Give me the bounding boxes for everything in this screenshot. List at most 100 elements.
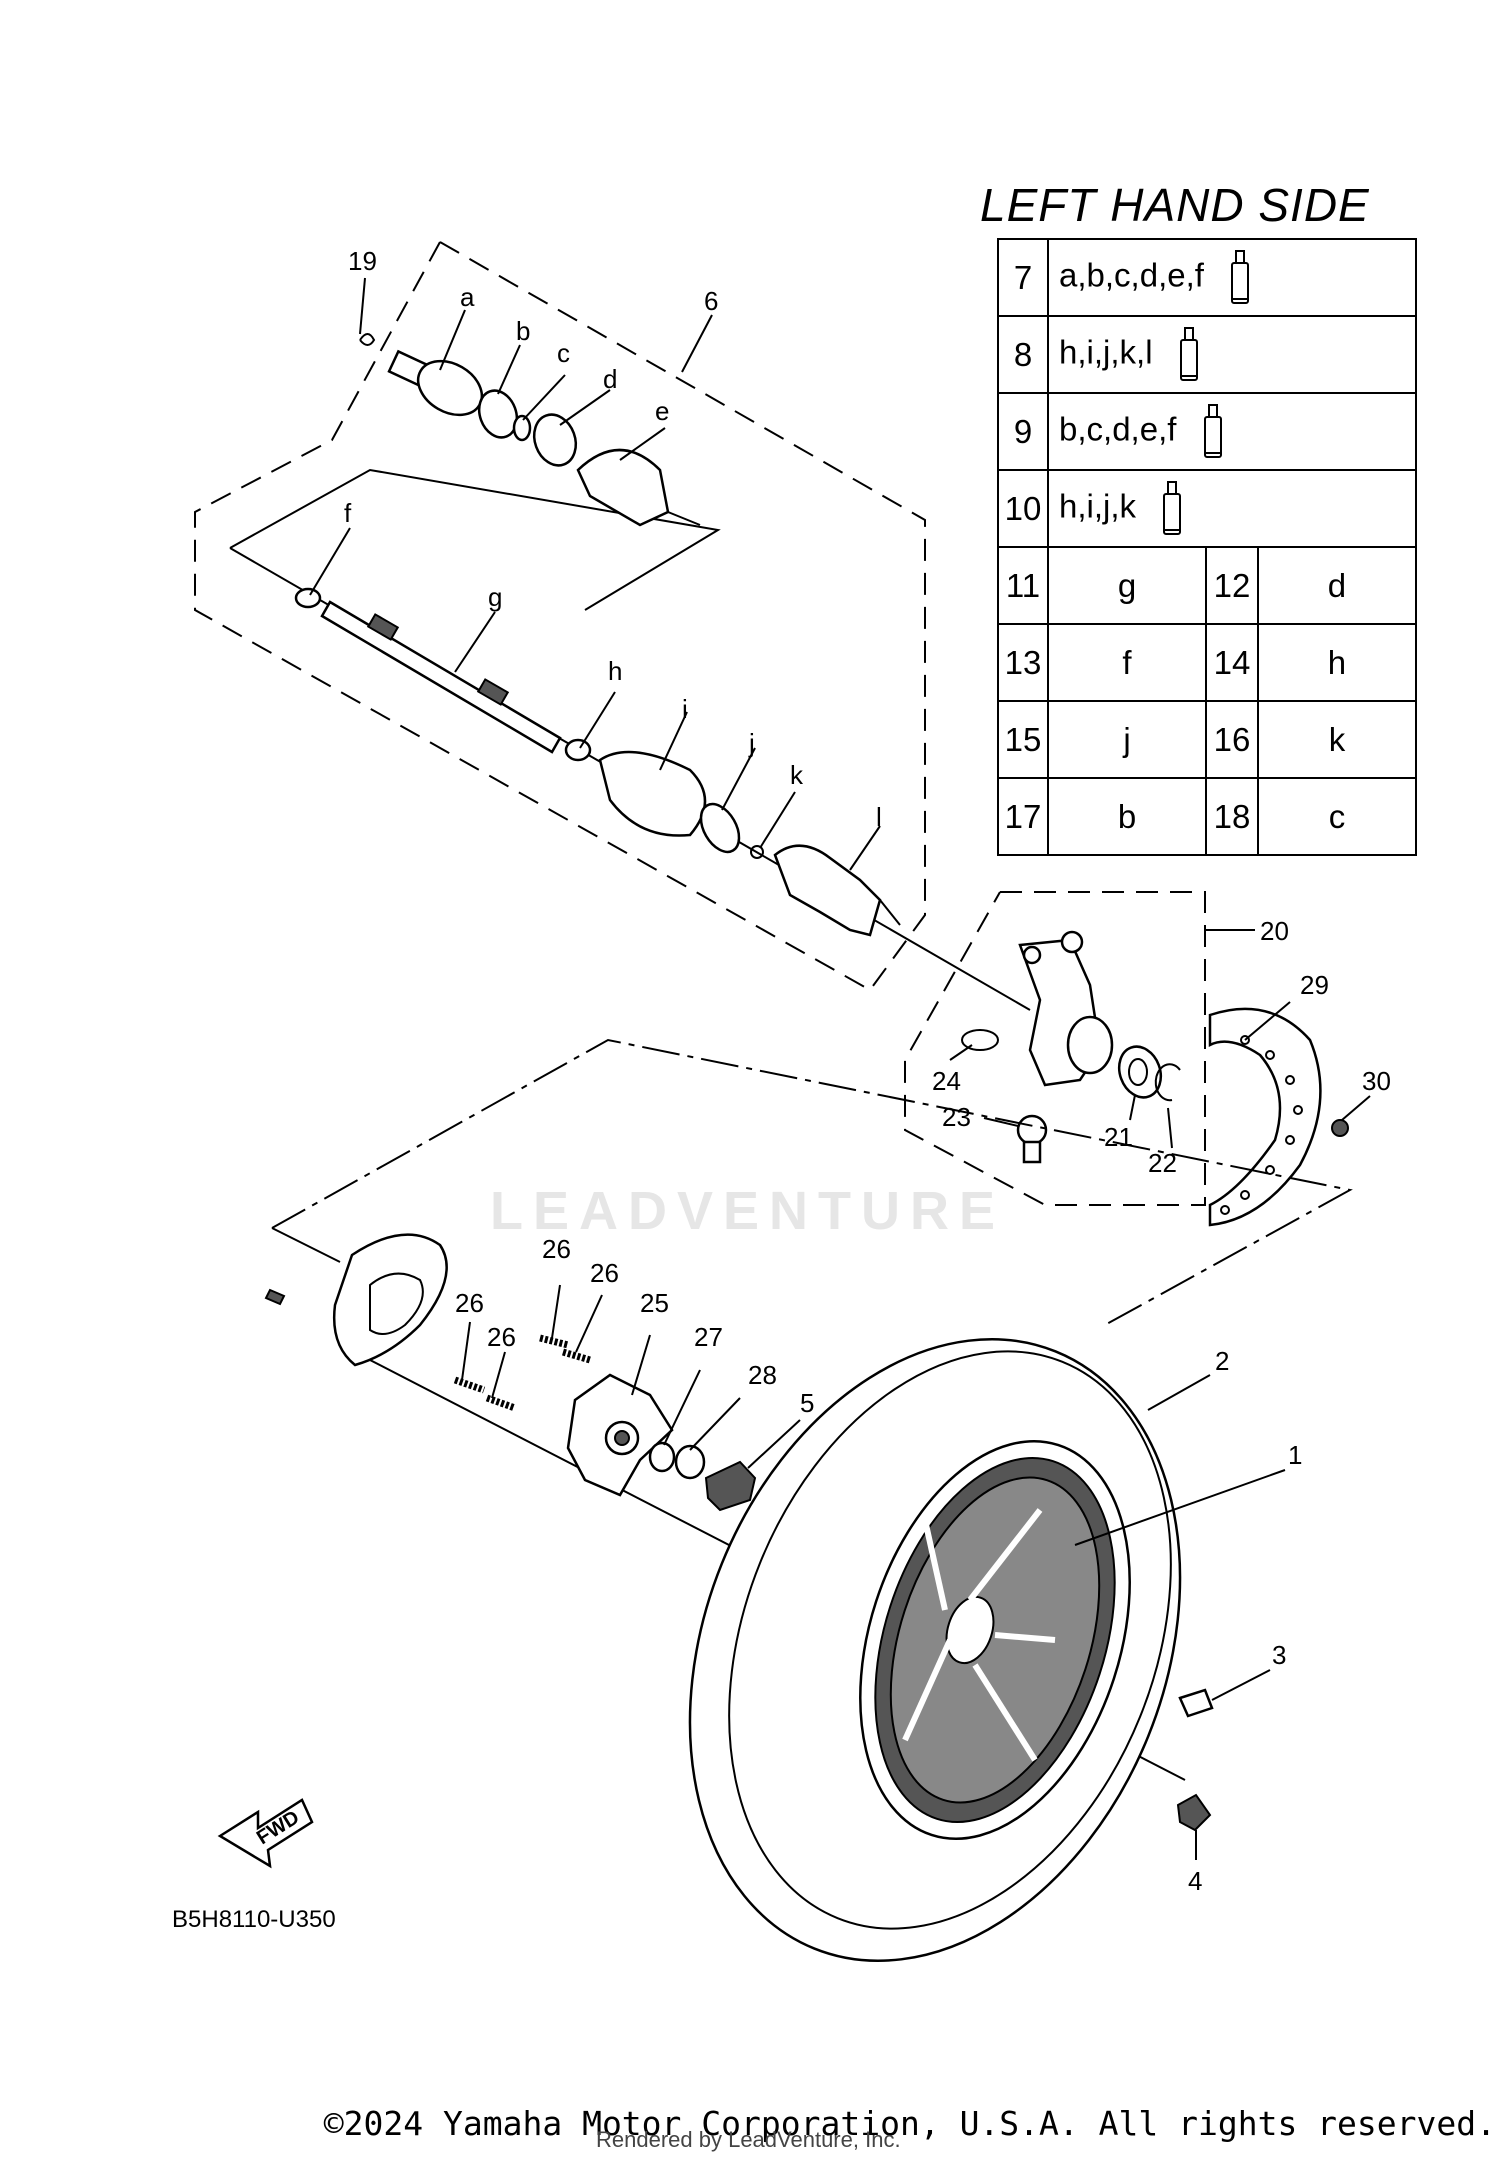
legend-num: 11 <box>997 546 1049 625</box>
legend-value: j <box>1047 700 1207 779</box>
callout-28: 28 <box>748 1360 777 1390</box>
callout-20: 20 <box>1260 916 1289 946</box>
callout-f: f <box>344 498 352 528</box>
legend-value: k <box>1256 700 1418 779</box>
legend-num: 9 <box>997 392 1049 471</box>
callout-l: l <box>876 802 882 832</box>
legend-value: f <box>1047 623 1207 702</box>
callout-27: 27 <box>694 1322 723 1352</box>
hub-assembly-frame <box>271 1038 1353 1326</box>
callout-j: j <box>748 728 755 758</box>
legend-table: 7 a,b,c,d,e,f 8 h,i,j,k,l 9 b,c,d,e,f 10… <box>997 238 1418 856</box>
nut-28 <box>674 1444 706 1480</box>
callout-26d: 26 <box>487 1322 516 1352</box>
callout-26a: 26 <box>542 1234 571 1264</box>
legend-value: c <box>1256 777 1418 856</box>
callout-23: 23 <box>942 1102 971 1132</box>
legend-value: g <box>1047 546 1207 625</box>
callout-21: 21 <box>1104 1122 1133 1152</box>
legend-row: 8 h,i,j,k,l <box>997 315 1417 394</box>
callout-a: a <box>460 282 475 312</box>
callout-d: d <box>603 364 617 394</box>
callout-26c: 26 <box>455 1288 484 1318</box>
grease-tube-icon <box>1203 403 1222 458</box>
circlip-22 <box>1154 1063 1181 1102</box>
callout-30: 30 <box>1362 1066 1391 1096</box>
hub-axis-line <box>271 1227 341 1263</box>
callout-h: h <box>608 656 622 686</box>
watermark-text: LEADVENTURE <box>490 1181 1006 1241</box>
callout-k: k <box>790 760 804 790</box>
outer-cv-joint-group <box>387 349 701 527</box>
ball-joint-23 <box>1016 1114 1048 1164</box>
legend-num: 12 <box>1205 546 1259 625</box>
fwd-arrow-icon: FWD <box>217 1798 314 1869</box>
callout-c: c <box>557 338 570 368</box>
wheel-hub-25 <box>566 1373 674 1497</box>
legend-value-text: a,b,c,d,e,f <box>1059 256 1204 294</box>
callout-4: 4 <box>1188 1866 1202 1896</box>
callout-g: g <box>488 582 502 612</box>
legend-num: 17 <box>997 777 1049 856</box>
callout-2: 2 <box>1215 1346 1229 1376</box>
legend-value: b,c,d,e,f <box>1047 392 1417 471</box>
callout-i: i <box>682 694 688 724</box>
legend-num: 18 <box>1205 777 1259 856</box>
callout-e: e <box>655 396 669 426</box>
legend-value-text: h,i,j,k,l <box>1059 333 1153 371</box>
legend-value: h <box>1256 623 1418 702</box>
legend-value: b <box>1047 777 1207 856</box>
callout-b: b <box>516 316 530 346</box>
legend-title: LEFT HAND SIDE <box>980 179 1370 231</box>
o-ring-24 <box>961 1029 999 1051</box>
legend-row: 13 f 14 h <box>997 623 1418 702</box>
shaft-g <box>294 587 592 762</box>
wheel-bearing-21 <box>1117 1045 1163 1099</box>
valve-stem-3 <box>1178 1688 1214 1718</box>
legend-num: 7 <box>997 238 1049 317</box>
callout-1: 1 <box>1288 1440 1302 1470</box>
legend-value: h,i,j,k,l <box>1047 315 1417 394</box>
wheel-rim-1 <box>859 1439 1131 1841</box>
rear-brake-disc <box>333 1233 448 1367</box>
callout-3: 3 <box>1272 1640 1286 1670</box>
legend-num: 16 <box>1205 700 1259 779</box>
legend-value-text: b,c,d,e,f <box>1059 410 1177 448</box>
legend-value: a,b,c,d,e,f <box>1047 238 1417 317</box>
legend-row: 9 b,c,d,e,f <box>997 392 1417 471</box>
grease-tube-icon <box>1163 480 1182 535</box>
legend-row: 15 j 16 k <box>997 700 1418 779</box>
callout-26b: 26 <box>590 1258 619 1288</box>
diagram-code: B5H8110-U350 <box>172 1906 336 1933</box>
legend-num: 13 <box>997 623 1049 702</box>
callout-22: 22 <box>1148 1148 1177 1178</box>
callout-6: 6 <box>704 286 718 316</box>
grease-tube-icon <box>1231 249 1250 304</box>
legend-num: 14 <box>1205 623 1259 702</box>
callout-19: 19 <box>348 246 377 276</box>
shaft-inner-frame <box>229 468 721 611</box>
brake-disc-29 <box>1208 1007 1322 1227</box>
callout-25: 25 <box>640 1288 669 1318</box>
callout-29: 29 <box>1300 970 1329 1000</box>
legend-row: 17 b 18 c <box>997 777 1418 856</box>
legend-row: 11 g 12 d <box>997 546 1418 625</box>
washer-27 <box>648 1441 676 1473</box>
steering-knuckle <box>1018 930 1114 1087</box>
callout-5: 5 <box>800 1388 814 1418</box>
callout-24: 24 <box>932 1066 961 1096</box>
legend-value: d <box>1256 546 1418 625</box>
clip-19 <box>359 333 376 346</box>
legend-num: 8 <box>997 315 1049 394</box>
leader-lines <box>309 277 1371 1860</box>
small-bolt <box>264 1288 286 1306</box>
rendered-by-notice: Rendered by LeadVenture, Inc. <box>596 2127 901 2152</box>
hub-cap-5 <box>704 1460 757 1512</box>
legend-row: 7 a,b,c,d,e,f <box>997 238 1417 317</box>
inner-boot-group <box>598 750 901 937</box>
bolt-30 <box>1331 1119 1349 1137</box>
legend-num: 15 <box>997 700 1049 779</box>
legend-value-text: h,i,j,k <box>1059 487 1137 525</box>
legend-num: 10 <box>997 469 1049 548</box>
